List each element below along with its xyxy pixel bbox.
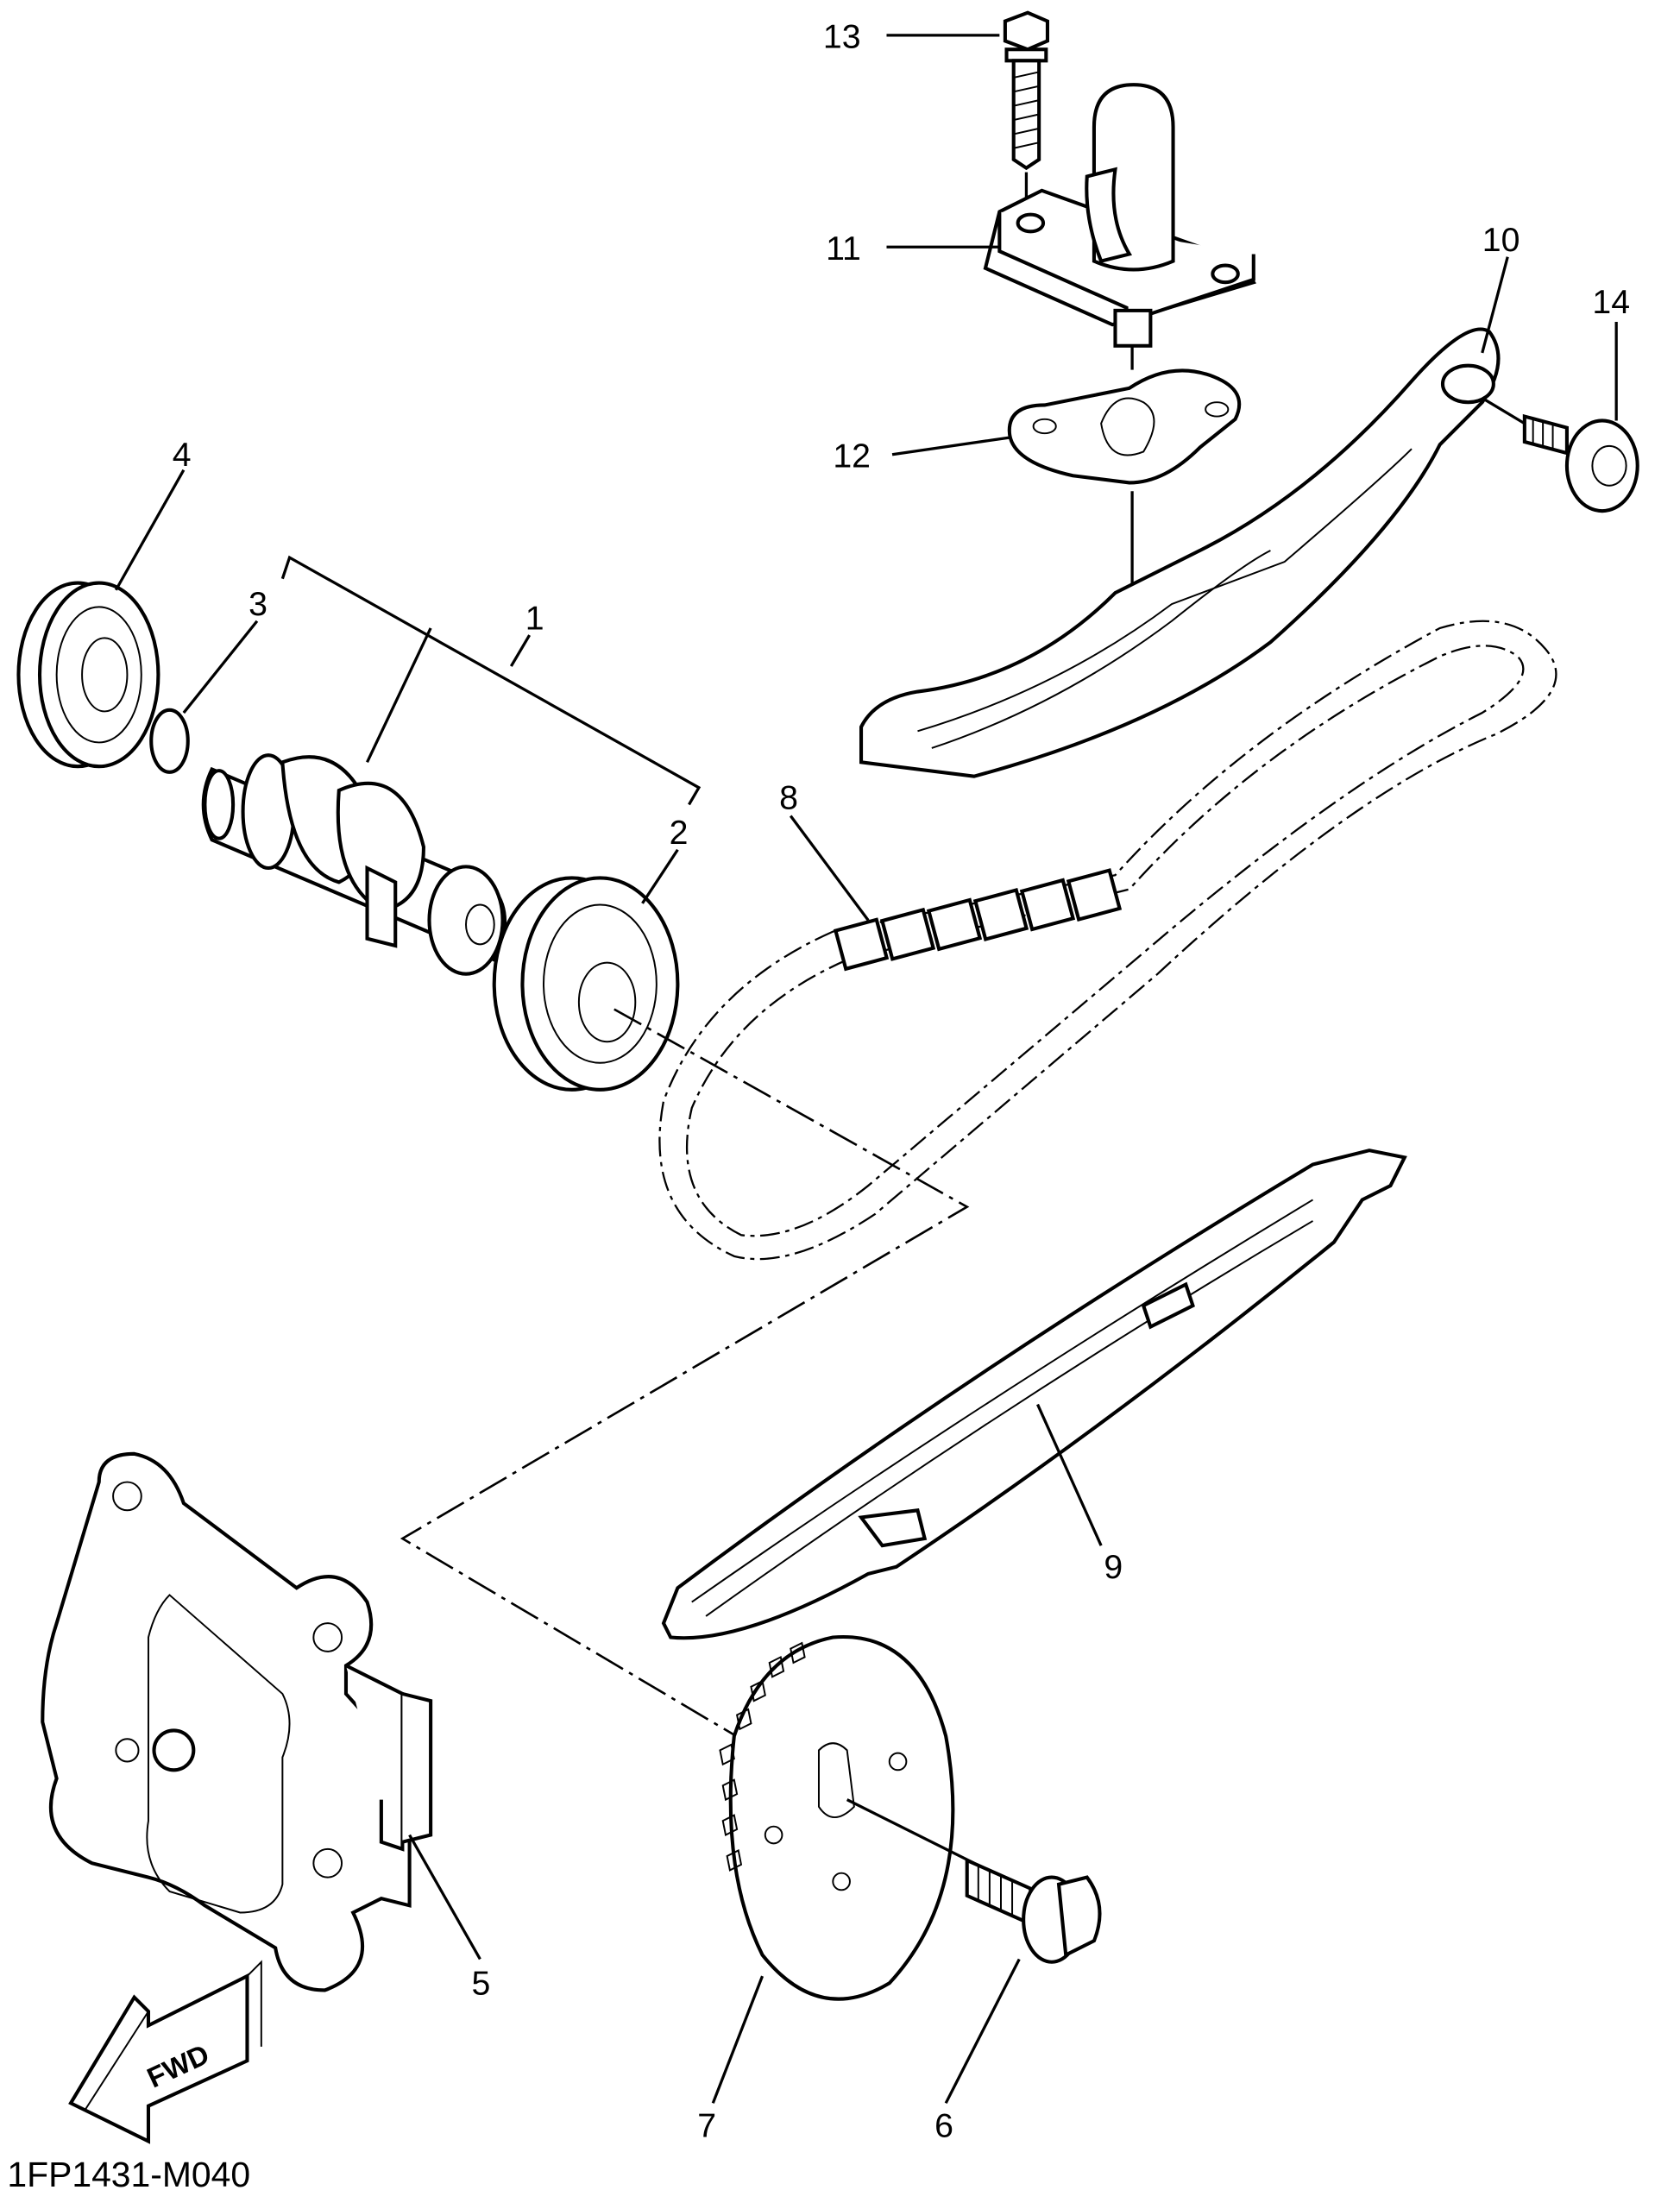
leader-lines <box>114 34 1618 2105</box>
chain-guide-9 <box>661 1149 1407 1640</box>
bearing-2 <box>492 876 680 1092</box>
bolt-14 <box>1481 396 1639 513</box>
callout-13: 13 <box>823 18 861 56</box>
callout-10: 10 <box>1482 221 1520 259</box>
callout-8: 8 <box>779 778 798 816</box>
cam-sprocket-7 <box>719 1634 955 2001</box>
tensioner-11 <box>983 83 1257 370</box>
callout-11: 11 <box>826 230 861 267</box>
callout-3: 3 <box>249 585 267 623</box>
callout-6: 6 <box>934 2107 953 2145</box>
sprocket-bolt-6 <box>846 1798 1102 1964</box>
callout-1: 1 <box>525 600 544 638</box>
gasket-12 <box>1007 368 1242 594</box>
bearing-4 <box>16 581 160 769</box>
assembly-centerline <box>400 1008 970 1745</box>
bolt-13 <box>1003 10 1050 212</box>
timing-chain-8 <box>658 620 1557 1261</box>
callout-2: 2 <box>670 814 689 852</box>
o-ring-3 <box>149 708 190 774</box>
callout-12: 12 <box>833 437 871 475</box>
camshaft-1 <box>201 753 507 976</box>
callout-4: 4 <box>173 436 192 474</box>
fwd-arrow-icon: FWD <box>68 1960 262 2144</box>
chain-guide-10 <box>859 327 1501 778</box>
callout-5: 5 <box>472 1964 491 2002</box>
callout-7: 7 <box>697 2107 716 2145</box>
drawing-code: 1FP1431-M040 <box>7 2155 250 2194</box>
callout-9: 9 <box>1104 1548 1123 1586</box>
gasket-plate-5 <box>41 1451 433 1992</box>
callout-14: 14 <box>1592 283 1630 321</box>
